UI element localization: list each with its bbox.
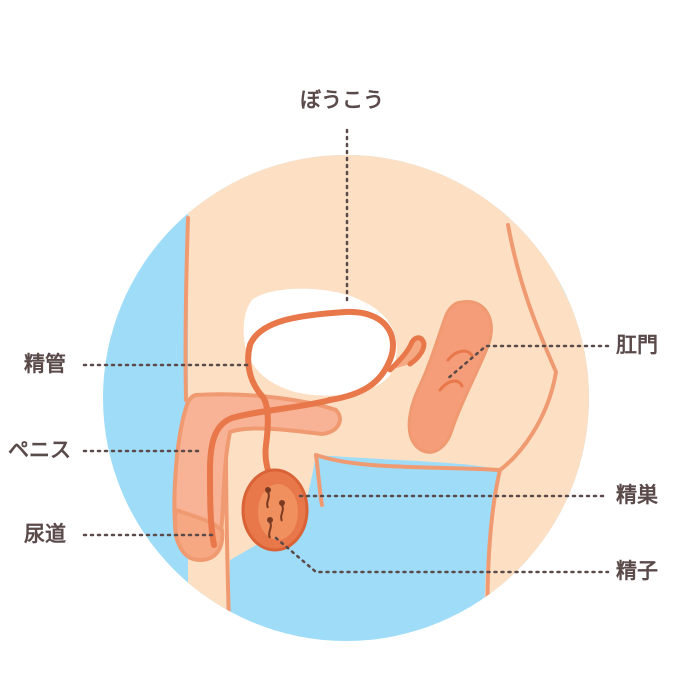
anus-label: 肛門: [616, 333, 658, 357]
penis-label: ペニス: [8, 438, 71, 462]
body-silhouette: [188, 155, 589, 641]
sperm-head: [267, 517, 273, 523]
bladder-inner-outline: [247, 308, 396, 403]
sperm-head: [279, 500, 285, 506]
urethra-label: 尿道: [24, 522, 66, 546]
sperm-head: [265, 487, 271, 493]
sperm-label: 精子: [616, 559, 658, 583]
rectum-fold: [438, 349, 474, 392]
sperm-mark: [266, 491, 270, 509]
bladder-label: ぼうこう: [300, 88, 384, 112]
testis-label: 精巣: [616, 483, 658, 507]
anus-leader-line: [444, 344, 610, 382]
vas-deferens-tube: [245, 342, 275, 483]
sperm-mark: [268, 521, 272, 539]
seminal-vesicle: [387, 335, 427, 373]
urethra-tube: [206, 397, 333, 548]
vas-deferens-label: 精管: [24, 352, 66, 376]
sperm-leader-line: [274, 536, 610, 574]
testis-inner: [258, 484, 298, 540]
back-outline: [498, 223, 559, 472]
bladder-shape: [243, 288, 397, 396]
sperm-mark: [280, 504, 284, 522]
crotch-outline: [314, 453, 502, 472]
